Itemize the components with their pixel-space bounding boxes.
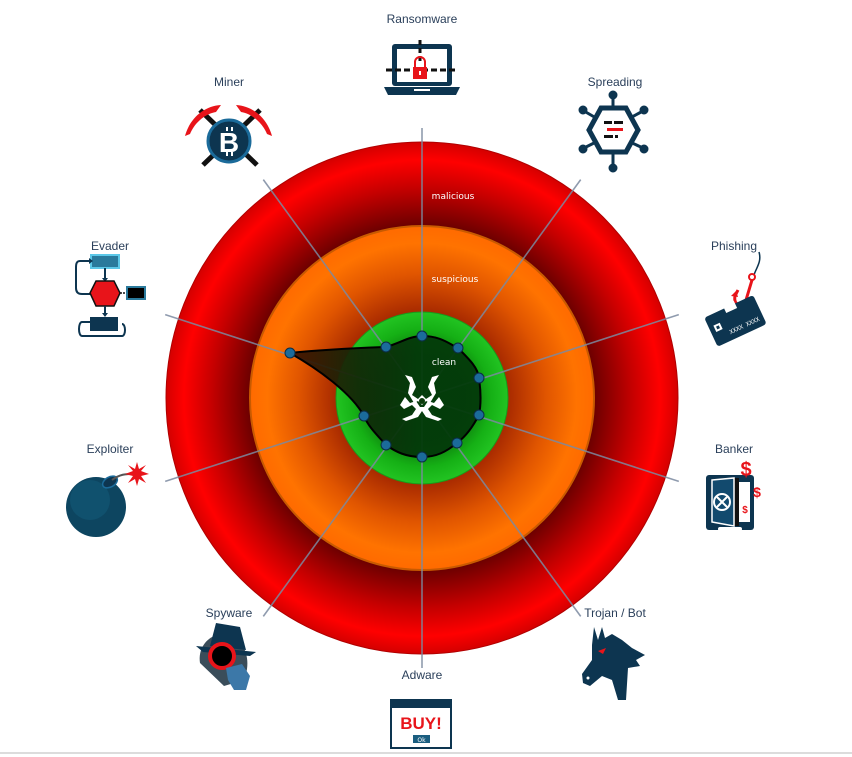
ring-label-suspicious: suspicious (432, 275, 479, 285)
label-adware: Adware (402, 668, 443, 682)
label-exploiter: Exploiter (87, 442, 134, 456)
point-evader[interactable] (284, 347, 296, 359)
point-phishing[interactable] (473, 372, 485, 384)
ransomware-laptop-icon (384, 40, 460, 95)
adware-popup-icon: BUY! Ok (390, 699, 452, 749)
label-spreading: Spreading (588, 75, 643, 89)
miner-bitcoin-icon: B (185, 105, 272, 167)
bottom-divider (0, 752, 852, 754)
point-spyware[interactable] (380, 439, 392, 451)
biohazard-icon (400, 375, 444, 421)
ring-label-malicious: malicious (432, 192, 475, 202)
label-ransomware: Ransomware (387, 12, 458, 26)
ring-label-clean: clean (432, 358, 456, 368)
data-points (284, 330, 485, 463)
banker-safe-icon: $ $ $ (706, 459, 761, 531)
point-ransomware[interactable] (416, 330, 428, 342)
point-exploiter[interactable] (358, 410, 370, 422)
point-spreading[interactable] (452, 342, 464, 354)
exploiter-bomb-icon (66, 462, 149, 537)
svg-text:$: $ (740, 459, 751, 481)
svg-text:B: B (219, 127, 239, 158)
point-adware[interactable] (416, 451, 428, 463)
label-spyware: Spyware (206, 606, 253, 620)
adware-buy-text: BUY! (400, 714, 442, 733)
evader-flowchart-icon (75, 254, 146, 337)
point-banker[interactable] (473, 409, 485, 421)
point-miner[interactable] (380, 341, 392, 353)
trojan-horse-icon (582, 627, 645, 700)
label-phishing: Phishing (711, 239, 757, 253)
data-polygon (286, 334, 482, 459)
label-trojan: Trojan / Bot (584, 606, 646, 620)
spreading-network-icon (578, 90, 649, 173)
svg-text:$: $ (742, 505, 748, 516)
label-miner: Miner (214, 75, 244, 89)
label-evader: Evader (91, 239, 129, 253)
spyware-detective-icon (196, 623, 256, 690)
phishing-hook-card-icon: XXXX XXXX (705, 251, 766, 346)
svg-text:$: $ (753, 484, 761, 500)
point-trojan[interactable] (451, 437, 463, 449)
adware-ok-text: Ok (417, 737, 426, 744)
label-banker: Banker (715, 442, 753, 456)
